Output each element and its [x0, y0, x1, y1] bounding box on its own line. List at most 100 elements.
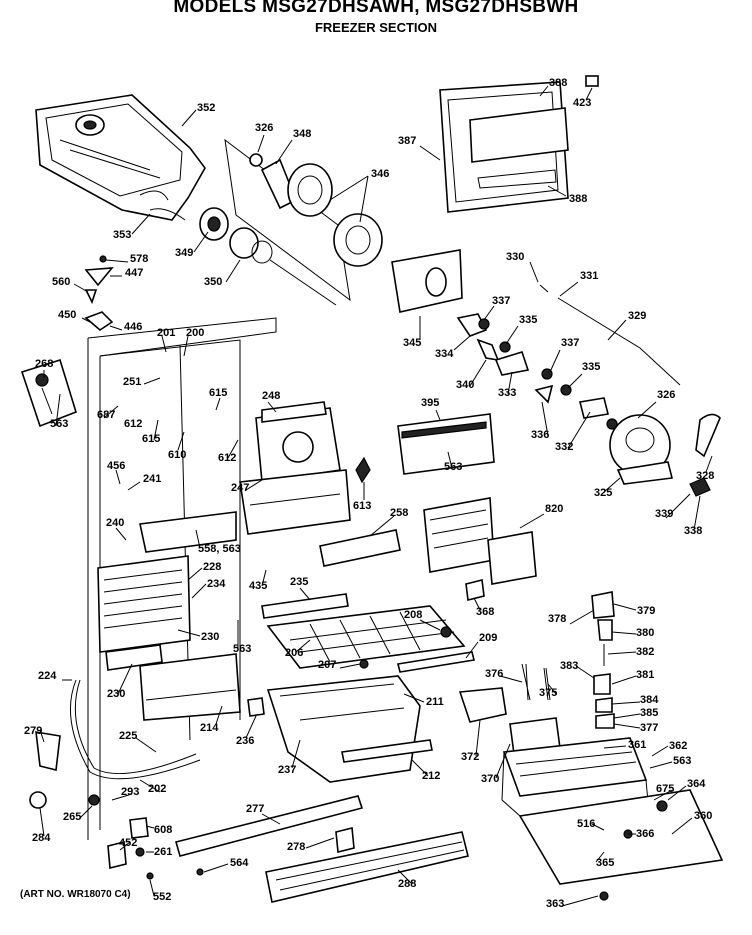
label-613: 613	[353, 500, 371, 512]
label-353: 353	[113, 229, 131, 241]
label-326: 326	[255, 122, 273, 134]
label-228: 228	[203, 561, 221, 573]
label-325: 325	[594, 487, 612, 499]
label-335: 335	[519, 314, 537, 326]
label-261: 261	[154, 846, 172, 858]
label-578: 578	[130, 253, 148, 265]
relay-components-drawing	[458, 591, 724, 901]
label-337: 337	[492, 295, 510, 307]
label-384: 384	[640, 694, 659, 706]
label-230: 230	[107, 688, 125, 700]
label-378: 378	[548, 613, 566, 625]
ice-bucket-drawing	[35, 94, 206, 221]
label-337: 337	[561, 337, 579, 349]
label-333: 333	[498, 387, 516, 399]
drain-tube-drawing	[29, 679, 201, 809]
label-211: 211	[426, 696, 444, 708]
label-361: 361	[628, 739, 646, 751]
label-610: 610	[168, 449, 186, 461]
label-447: 447	[125, 267, 143, 279]
label-387: 387	[398, 135, 416, 147]
label-423: 423	[573, 97, 591, 109]
label-608: 608	[154, 824, 172, 836]
label-376: 376	[485, 668, 503, 680]
label-370: 370	[481, 773, 499, 785]
label-346: 346	[371, 168, 389, 180]
label-329: 329	[628, 310, 646, 322]
label-388: 388	[569, 193, 587, 205]
auger-motor-drawing	[606, 413, 721, 497]
label-615: 615	[142, 433, 160, 445]
label-456: 456	[107, 460, 125, 472]
label-560: 560	[52, 276, 70, 288]
small-hardware-left	[84, 255, 114, 332]
part-labels: 352 326 348 346 387 388 423 388 353 349 …	[24, 77, 714, 910]
label-563: 563	[673, 755, 691, 767]
label-251: 251	[123, 376, 141, 388]
label-612: 612	[218, 452, 236, 464]
label-350: 350	[204, 276, 222, 288]
label-331: 331	[580, 270, 598, 282]
label-268: 268	[35, 358, 53, 370]
label-265: 265	[63, 811, 81, 823]
label-279: 279	[24, 725, 42, 737]
label-225: 225	[119, 730, 137, 742]
label-224: 224	[38, 670, 57, 682]
label-446: 446	[124, 321, 142, 333]
label-349: 349	[175, 247, 193, 259]
label-612: 612	[124, 418, 142, 430]
label-338: 338	[684, 525, 702, 537]
dispenser-door-drawing	[439, 75, 599, 213]
label-564: 564	[230, 857, 249, 869]
label-335: 335	[582, 361, 600, 373]
label-382: 382	[636, 646, 654, 658]
thermostat-bracket-drawing	[20, 358, 77, 428]
label-368: 368	[476, 606, 494, 618]
label-214: 214	[200, 722, 219, 734]
label-328: 328	[696, 470, 714, 482]
label-240: 240	[106, 517, 124, 529]
label-360: 360	[694, 810, 712, 822]
label-615: 615	[209, 387, 227, 399]
icemaker-drawing	[423, 497, 537, 601]
label-293: 293	[121, 786, 139, 798]
label-330: 330	[506, 251, 524, 263]
label-284: 284	[32, 832, 51, 844]
label-345: 345	[403, 337, 421, 349]
label-258: 258	[390, 507, 408, 519]
label-365: 365	[596, 857, 614, 869]
label-563: 563	[50, 418, 68, 430]
label-563: 563	[444, 461, 462, 473]
label-385: 385	[640, 707, 658, 719]
label-207: 207	[318, 659, 336, 671]
label-516: 516	[577, 818, 595, 830]
bottom-rails-drawing	[88, 794, 469, 903]
label-450: 450	[58, 309, 76, 321]
diagram-subtitle: FREEZER SECTION	[314, 20, 438, 35]
label-339: 339	[655, 508, 673, 520]
label-340: 340	[456, 379, 474, 391]
label-200: 200	[186, 327, 204, 339]
label-675: 675	[656, 783, 674, 795]
label-336: 336	[531, 429, 549, 441]
label-395: 395	[421, 397, 439, 409]
label-558-563: 558, 563	[198, 543, 241, 555]
label-278: 278	[287, 841, 305, 853]
label-230: 230	[201, 631, 219, 643]
label-234: 234	[207, 578, 226, 590]
label-202: 202	[148, 783, 166, 795]
label-212: 212	[422, 770, 440, 782]
label-241: 241	[143, 473, 161, 485]
label-208: 208	[404, 609, 422, 621]
label-366: 366	[636, 828, 654, 840]
label-435: 435	[249, 580, 267, 592]
label-334: 334	[435, 348, 454, 360]
label-380: 380	[636, 627, 654, 639]
label-563: 563	[233, 643, 251, 655]
label-388: 388	[549, 77, 567, 89]
label-201: 201	[157, 327, 175, 339]
label-247: 247	[231, 482, 249, 494]
label-381: 381	[636, 669, 654, 681]
label-372: 372	[461, 751, 479, 763]
